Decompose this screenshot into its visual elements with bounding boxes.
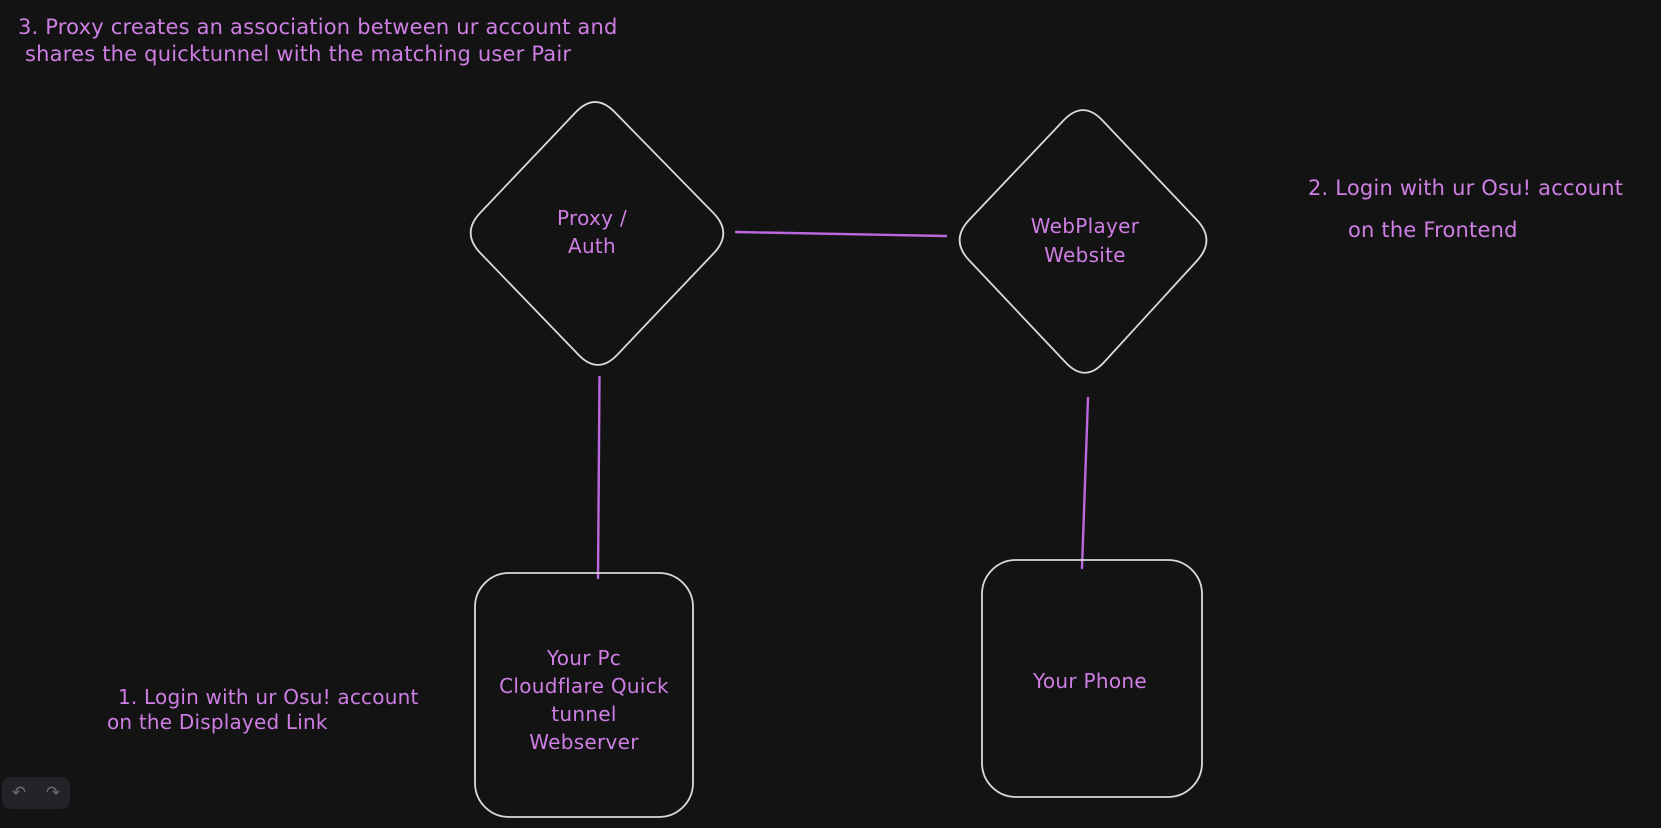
node-proxy-auth-shape[interactable] [469, 101, 725, 366]
node-pc-webserver-shape[interactable] [474, 572, 694, 818]
label-line: tunnel [551, 702, 617, 726]
annotation-step-2[interactable]: 2. Login with ur Osu! account on the Fro… [1308, 175, 1623, 244]
edge-proxy-to-pc[interactable] [596, 375, 601, 580]
annotation-line: 3. Proxy creates an association between … [18, 15, 618, 39]
redo-button[interactable]: ↷ [42, 782, 64, 803]
undo-redo-toolbar: ↶ ↷ [2, 777, 70, 809]
redo-icon: ↷ [45, 782, 61, 803]
edge-proxy-to-webplayer[interactable] [734, 230, 948, 238]
node-phone-shape[interactable] [981, 559, 1203, 798]
label-line: Website [1044, 243, 1126, 267]
label-line: Webserver [529, 730, 639, 754]
edge-webplayer-to-phone[interactable] [1080, 396, 1090, 570]
annotation-line: 2. Login with ur Osu! account [1308, 176, 1624, 200]
label-line: Your Pc [546, 646, 622, 670]
annotation-line: on the Displayed Link [107, 710, 328, 734]
annotation-line: 1. Login with ur Osu! account [118, 685, 419, 709]
annotation-line: shares the quicktunnel with the matching… [25, 42, 572, 66]
node-phone-label[interactable]: Your Phone [1033, 667, 1147, 695]
label-line: Your Phone [1032, 669, 1148, 693]
annotation-step-1[interactable]: 1. Login with ur Osu! account on the Dis… [107, 685, 419, 735]
label-line: Cloudflare Quick [499, 674, 669, 698]
label-line: WebPlayer [1030, 214, 1140, 238]
undo-button[interactable]: ↶ [8, 782, 30, 803]
node-webplayer-shape[interactable] [958, 109, 1208, 374]
node-webplayer-label[interactable]: WebPlayer Website [1031, 212, 1140, 270]
annotation-step-3[interactable]: 3. Proxy creates an association between … [18, 14, 618, 68]
annotation-line: on the Frontend [1348, 218, 1518, 242]
label-line: Proxy / [557, 206, 627, 230]
undo-icon: ↶ [11, 782, 27, 803]
label-line: Auth [567, 234, 617, 258]
node-pc-webserver-label[interactable]: Your Pc Cloudflare Quick tunnel Webserve… [499, 644, 669, 756]
node-proxy-auth-label[interactable]: Proxy / Auth [557, 204, 627, 260]
